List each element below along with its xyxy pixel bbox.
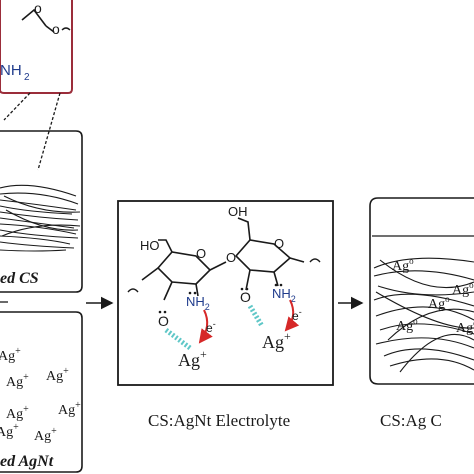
ag-ion: Ag+	[46, 366, 69, 384]
right-ring-oxygen: O	[274, 236, 284, 251]
bridge-oxygen: O	[226, 250, 236, 265]
ag-ion: Ag+	[6, 404, 29, 422]
left-middle-panel: ed CS	[0, 130, 83, 293]
top-monomer-panel: o o NH 2	[0, 0, 73, 94]
right-nh2-label: NH2	[272, 286, 296, 304]
right-caption: CS:Ag C	[380, 411, 442, 430]
right-coordination-bond	[247, 304, 265, 328]
ag-ion-group: Ag+ Ag+ Ag+ Ag+ Ag+ Ag+ Ag+	[0, 346, 81, 444]
left-ring-oxygen: O	[196, 246, 206, 261]
ag-particle: Ago	[456, 318, 474, 336]
top-amine-subscript: 2	[24, 72, 30, 83]
left-sugar-ring	[127, 239, 227, 301]
top-amine-label: NH	[0, 62, 22, 79]
left-electron-label: e-	[206, 319, 216, 335]
right-electron-arrow	[284, 299, 300, 332]
svg-text:o: o	[34, 0, 42, 16]
ag-ion: Ag+	[6, 372, 29, 390]
ag-particle: Ago	[452, 280, 474, 298]
right-ag-ion: Ag+	[262, 329, 291, 352]
ag-particle: Ago	[396, 316, 418, 334]
ag-ion: Ag+	[34, 426, 57, 444]
lone-pair-dots	[158, 283, 283, 314]
ag-ion: Ag+	[0, 422, 19, 440]
right-ether-oxygen: O	[240, 289, 251, 305]
ag-particle: Ago	[428, 294, 450, 312]
left-nh2-label: NH2	[186, 294, 210, 312]
cs-fiber-bundle	[0, 184, 81, 252]
left-bottom-panel: Ag+ Ag+ Ag+ Ag+ Ag+ Ag+ Ag+ ed AgNt	[0, 311, 83, 473]
left-middle-caption: ed CS	[0, 270, 39, 287]
ag-ion: Ag+	[0, 346, 21, 364]
center-caption: CS:AgNt Electrolyte	[148, 411, 290, 430]
left-ho-label: HO	[140, 238, 160, 253]
right-electron-label: e-	[292, 307, 302, 323]
right-oh-label: OH	[228, 204, 248, 219]
svg-text:o: o	[52, 21, 60, 37]
left-electron-arrow	[198, 309, 213, 344]
left-ether-oxygen: O	[158, 313, 169, 329]
composite-fiber-network	[373, 257, 474, 373]
center-panel: HO O O NH2 O OH O O NH2	[117, 200, 334, 386]
ag-particle: Ago	[392, 256, 414, 274]
right-panel: Ago Ago Ago Ago Ago	[369, 197, 474, 385]
ag-ion: Ag+	[58, 400, 81, 418]
left-coordination-bond	[164, 328, 192, 350]
left-ag-ion: Ag+	[178, 347, 207, 370]
left-bottom-caption: ed AgNt	[0, 453, 54, 470]
ag-nanoparticle-labels: Ago Ago Ago Ago Ago	[392, 256, 474, 336]
right-sugar-ring	[234, 217, 321, 291]
